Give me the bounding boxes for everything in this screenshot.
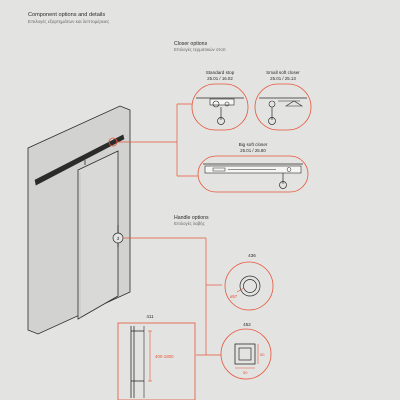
top-rail <box>34 134 125 186</box>
closer-options-subtitle: Επιλογές τερματικών στοπ <box>174 47 226 52</box>
header-subtitle: Επιλογές εξαρτημάτων και λεπτομέρειες <box>28 18 110 25</box>
handle-452-detail <box>220 328 272 380</box>
handle-411-length: 400-1800 <box>155 354 174 359</box>
handle-options-title: Handle options <box>174 215 209 221</box>
handle-options-subtitle: Επιλογές λαβής <box>174 221 205 226</box>
handle-436-code: 436 <box>248 253 256 258</box>
handle-452-code: 452 <box>243 322 251 327</box>
small-soft-closer-detail <box>254 83 312 131</box>
standard-stop-detail <box>191 83 249 131</box>
big-soft-closer-name: Big soft closer <box>239 142 268 147</box>
big-soft-closer-detail <box>197 155 309 193</box>
handle-411-code: 411 <box>146 314 154 319</box>
standard-stop-name: Standard stop <box>206 70 235 75</box>
closer-leader-lines <box>117 103 198 177</box>
big-soft-closer-codes: 25.01 / 25.80 <box>240 148 266 153</box>
handle-452-height: 50 <box>260 352 265 357</box>
standard-stop-codes: 25.01 / 16.02 <box>207 76 233 81</box>
small-soft-closer-name: Small soft closer <box>266 70 300 75</box>
small-soft-closer-codes: 25.01 / 25.13 <box>270 76 296 81</box>
handle-436-diameter: ø57 <box>230 294 238 299</box>
handle-436-detail <box>224 261 274 311</box>
glass-door <box>77 150 119 320</box>
handle-411-detail <box>117 322 196 400</box>
handle-452-width: 50 <box>243 370 248 375</box>
header-title: Component options and details <box>28 12 105 18</box>
handle-leader-lines <box>123 237 224 356</box>
closer-options-title: Closer options <box>174 41 208 47</box>
handle-callout-number: 3 <box>117 236 120 241</box>
